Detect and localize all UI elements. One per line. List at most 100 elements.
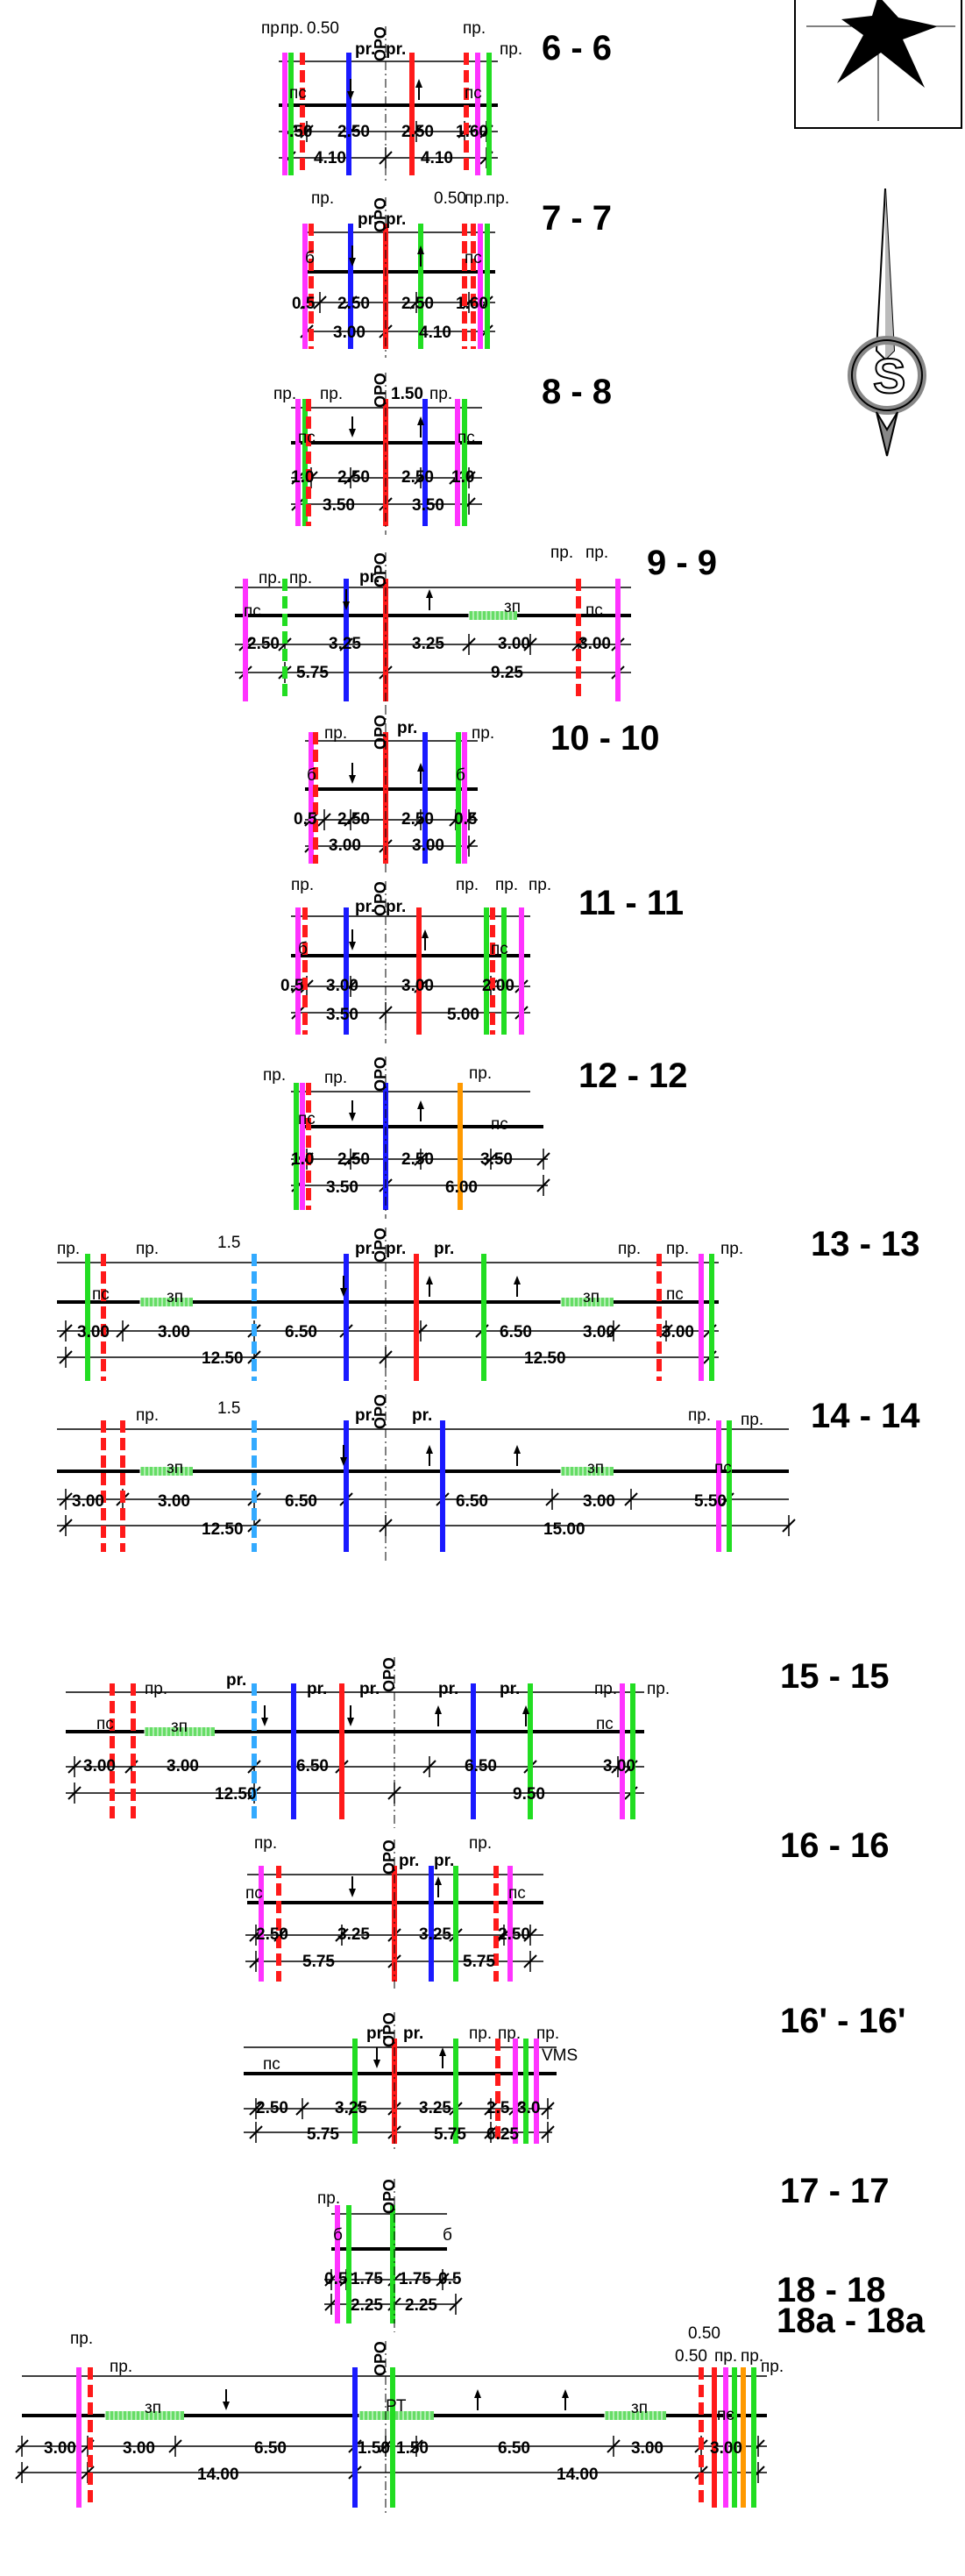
section-label: pr.: [386, 898, 406, 916]
dimension-value: 5.00: [447, 1006, 479, 1024]
dimension-value: 0.5: [454, 810, 478, 829]
dimension-value: 2.50: [401, 468, 434, 487]
section-label: зп: [167, 1459, 183, 1477]
dimension-value: 3.00: [578, 635, 611, 653]
direction-arrow-head: [223, 2402, 230, 2410]
section-label: пр.: [110, 2358, 132, 2376]
dimension-value: 2.50: [498, 1925, 530, 1944]
section-label: pr.: [366, 2025, 387, 2043]
direction-arrow-head: [261, 1718, 268, 1726]
section-label: пс: [263, 2055, 280, 2074]
direction-arrow-head: [435, 1876, 442, 1885]
section-label: 1.50: [391, 385, 423, 403]
section-label: РТ: [386, 2397, 407, 2416]
dimension-value: 3.00: [401, 977, 434, 995]
wind-rose-icon: [794, 0, 962, 129]
oro-label: ОРО: [372, 552, 389, 587]
oro-label: ОРО: [372, 373, 389, 408]
dimension-value: 4.10: [314, 149, 346, 167]
section-label: пр.: [289, 569, 312, 587]
dimension-value: 3.00: [583, 1492, 615, 1511]
section-label: пр.: [261, 19, 284, 38]
section-label: пр.: [585, 544, 608, 562]
section-title: 14 - 14: [811, 1397, 920, 1435]
dimension-value: 6.50: [285, 1323, 317, 1341]
oro-label: ОРО: [372, 2341, 389, 2376]
section-label: пр.: [280, 19, 303, 38]
section-label: pr.: [500, 1680, 520, 1698]
section-label: пр.: [647, 1680, 670, 1698]
direction-arrow-head: [474, 2389, 481, 2398]
section-title: 12 - 12: [578, 1057, 688, 1095]
section-label: пр.: [741, 1411, 763, 1429]
section-label: пс: [458, 429, 475, 447]
direction-arrow-head: [514, 1445, 521, 1454]
dimension-value: 2.25: [351, 2296, 383, 2315]
cross-section-14: 18 - 18: [777, 2271, 886, 2309]
dimension-value: 1.0: [451, 468, 474, 487]
section-label: pr.: [307, 1680, 327, 1698]
dimension-value: 12.50: [215, 1785, 257, 1804]
section-label: зп: [145, 2399, 161, 2417]
section-label: VMS: [542, 2046, 578, 2065]
oro-label: ОРО: [372, 715, 389, 750]
section-label: пр.: [145, 1680, 167, 1698]
section-label: пр.: [324, 724, 347, 743]
section-label: пр.: [720, 1240, 743, 1258]
dimension-value: 0.5: [324, 2270, 348, 2288]
section-label: pr.: [226, 1671, 246, 1690]
section-label: б: [298, 940, 308, 958]
dimension-value: 3.00: [44, 2439, 76, 2458]
section-title: 17 - 17: [780, 2172, 890, 2210]
dimension-value: 6.50: [285, 1492, 317, 1511]
dimension-value: 5.75: [307, 2125, 339, 2144]
section-label: пр.: [465, 189, 487, 208]
dimension-value: 2.5: [486, 2099, 510, 2117]
dimension-value: 1.0: [291, 1150, 314, 1169]
section-label: пс: [465, 249, 482, 267]
section-label: пс: [714, 1459, 732, 1477]
dimension-value: 0.5: [438, 2270, 462, 2288]
dimension-value: 4.10: [421, 149, 453, 167]
dimension-value: 1.60: [456, 123, 488, 141]
oro-label: ОРО: [372, 1228, 389, 1263]
dimension-value: 2.00: [482, 977, 514, 995]
dimension-value: 1.75: [351, 2270, 383, 2288]
dimension-value: 6.50: [456, 1492, 488, 1511]
section-label: 0.50: [307, 19, 339, 38]
direction-arrow-head: [340, 1288, 347, 1297]
dimension-value: 3.50: [480, 1150, 513, 1169]
direction-arrow-head: [349, 775, 356, 784]
dimension-value: 3.50: [326, 1006, 358, 1024]
section-label: пс: [596, 1715, 614, 1733]
section-label: пр.: [259, 569, 281, 587]
dimension-value: 2.50: [401, 1150, 434, 1169]
section-label: 1.5: [217, 1399, 240, 1418]
oro-label: ОРО: [372, 881, 389, 916]
direction-arrow-head: [439, 2047, 446, 2056]
direction-arrow-head: [522, 1705, 529, 1714]
dimension-value: 3.00: [83, 1757, 116, 1775]
section-label: pr.: [399, 1852, 419, 1870]
dimension-value: 0.5: [280, 977, 304, 995]
dimension-value: 3.00: [662, 1323, 694, 1341]
direction-arrow-head: [417, 246, 424, 254]
dimension-value: 1.0: [291, 468, 314, 487]
dimension-value: 3.00: [710, 2439, 742, 2458]
section-label: pr.: [386, 210, 406, 229]
section-label: зп: [587, 1459, 604, 1477]
dimension-value: 1.75: [399, 2270, 431, 2288]
dimension-value: 3.25: [329, 635, 361, 653]
section-label: пс: [298, 429, 316, 447]
section-label: пс: [508, 1884, 526, 1903]
direction-arrow-head: [349, 1113, 356, 1121]
section-label: зп: [583, 1288, 600, 1306]
dimension-value: 12.50: [524, 1349, 566, 1368]
section-label: пр.: [498, 2025, 521, 2043]
oro-label: ОРО: [380, 1839, 398, 1875]
dimension-value: 12.50: [202, 1349, 244, 1368]
